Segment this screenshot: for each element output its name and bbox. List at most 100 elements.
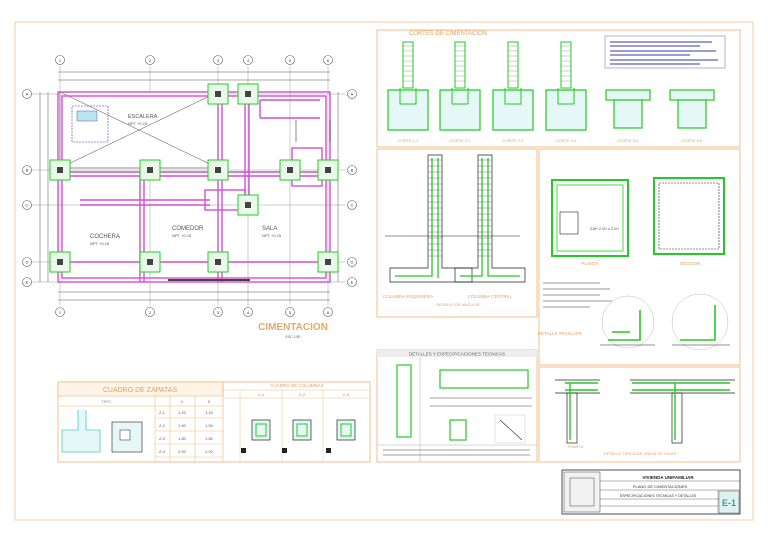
svg-text:2.00: 2.00 [178,450,185,454]
footing-schedule-row: Z-1 1.20 1.20 [155,411,223,419]
grid-bubble-left: E [22,277,32,287]
grid-bubble-bottom: 6 [323,307,333,317]
title-block: VIVIENDA UNIFAMILIAR PLANO DE CIMENTACIO… [561,469,741,515]
footing-plan-title: PLANTA [581,261,598,266]
foundation-section: CORTE 4-4 [545,41,587,143]
sections-title: CORTES DE CIMENTACION [409,31,487,37]
section-label: CORTE 1-1 [398,138,420,143]
grid-bubble-bottom: 2 [145,307,155,317]
svg-text:D: D [351,260,354,265]
section-label: CORTE 2-2 [450,138,472,143]
footing [207,159,229,181]
column-schedule-cell: C-2 [282,393,312,453]
sheet-border [14,21,754,521]
plan-title: CIMENTACION [258,322,328,333]
svg-text:Z-3: Z-3 [159,437,165,441]
grid-bubble-right: A [347,89,357,99]
section-label: CORTE 3-3 [503,138,525,143]
svg-text:1.80: 1.80 [178,437,185,441]
svg-text:D: D [26,260,29,265]
foundation-plan: ESCALERA NPT +0.15 COCHERA NPT +0.15 COM… [30,66,345,339]
grid-bubble-top: 4 [243,55,253,65]
beam-detail-label: PLANTA [568,444,584,449]
svg-text:C-2: C-2 [299,393,305,397]
svg-text:5: 5 [289,310,292,315]
room-name-escalera: ESCALERA [128,114,158,120]
svg-text:1.20: 1.20 [205,411,212,415]
grid-bubble-left: D [22,257,32,267]
column-base-title-corner: COLUMNA ESQUINERA [383,294,433,299]
section-label: CORTE 4-4 [556,138,578,143]
svg-text:C: C [351,203,354,208]
footing-schedule-header-tipo: TIPO [101,399,110,404]
grid-bubble-right: C [347,200,357,210]
grid-bubble-top: 3 [213,55,223,65]
column-base-details-panel: COLUMNA ESQUINERA COLUMNA CENTRAL DETALL… [376,148,538,318]
grid-bubble-bottom: 1 [55,307,65,317]
section-label: CORTE 6-6 [682,138,704,143]
footing [49,251,71,273]
grid-bubble-top: 6 [323,55,333,65]
room-level-escalera: NPT +0.15 [128,121,148,126]
grid-bubble-top: 1 [55,55,65,65]
grid-bubble-top: 5 [285,55,295,65]
svg-text:1.20: 1.20 [178,411,185,415]
footing-schedule-row: Z-3 1.80 1.80 [155,437,223,445]
grid-bubble-right: B [347,165,357,175]
sheet-content: ESPECIFICACIONES TECNICAS Y DETALLES [620,494,697,498]
svg-text:3: 3 [217,58,220,63]
footing-details-panel: ZAP 2.00 x 2.00 PLANTA SECCION DETALLE T… [538,148,741,366]
footing [139,159,161,181]
foundation-section: CORTE 3-3 [492,41,534,143]
svg-text:2: 2 [149,58,152,63]
svg-text:6: 6 [327,58,330,63]
specs-panel: DETALLES Y ESPECIFICACIONES TECNICAS [376,349,538,463]
footing-section-title: SECCION [680,261,701,266]
svg-text:6: 6 [327,310,330,315]
svg-text:4: 4 [247,310,250,315]
footing-schedule-header-a: A [181,399,184,404]
column-base-subtitle: DETALLE DE ANCLAJE [436,302,479,307]
foundation-sections-panel: CORTES DE CIMENTACION CORTE 1-1 CORTE 2-2… [376,29,741,148]
footing [207,251,229,273]
column-schedule-cell: C-3 [326,393,356,453]
svg-text:1.80: 1.80 [205,437,212,441]
svg-text:2: 2 [149,310,152,315]
svg-text:1.50: 1.50 [205,424,212,428]
footing [139,251,161,273]
footing [317,251,339,273]
svg-text:Z-2: Z-2 [159,424,165,428]
footing [207,83,229,105]
foundation-section: CORTE 2-2 [439,41,481,143]
grid-bubble-bottom: 3 [213,307,223,317]
svg-text:C: C [26,203,29,208]
beam-detail-title: DETALLE TIPICO DE UNION DE VIGAS [604,451,677,456]
grid-bubble-left: A [22,89,32,99]
footing-schedule-header-b: B [208,399,211,404]
footing [279,159,301,181]
room-name-sala: SALA [262,226,277,232]
svg-text:B: B [351,168,354,173]
plan-scale: ESC 1/50 [286,335,301,339]
project-name: VIVIENDA UNIFAMILIAR [642,475,694,480]
sheet-name: PLANO DE CIMENTACIONES [633,484,688,489]
sheet-number: E-1 [722,498,736,508]
footing [237,83,259,105]
svg-text:A: A [26,92,29,97]
footing [317,159,339,181]
svg-text:1: 1 [59,310,62,315]
foundation-section: CORTE 6-6 [669,89,715,143]
svg-text:Z-1: Z-1 [159,411,165,415]
grid-bubble-top: 2 [145,55,155,65]
specs-title: DETALLES Y ESPECIFICACIONES TECNICAS [409,352,505,357]
column-schedule-title: CUADRO DE COLUMNAS [270,383,324,388]
svg-text:Z-4: Z-4 [159,450,165,454]
footing [49,159,71,181]
section-label: CORTE 5-5 [618,138,640,143]
footing-schedule-title: CUADRO DE ZAPATAS [103,387,178,394]
room-level-cochera: NPT +0.15 [90,241,110,246]
